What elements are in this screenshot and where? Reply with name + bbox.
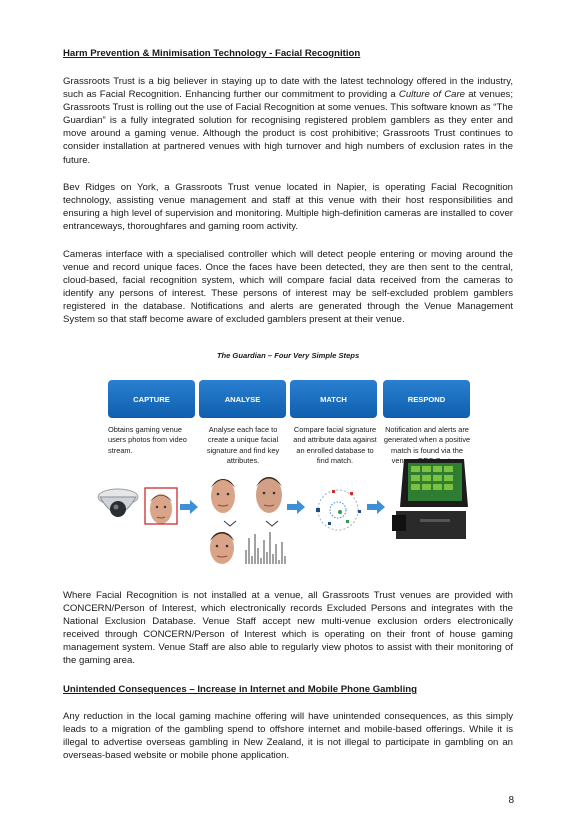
section-heading-facial-recognition: Harm Prevention & Minimisation Technolog… (63, 48, 361, 59)
paragraph-concern: Where Facial Recognition is not installe… (63, 590, 513, 667)
culture-of-care-italic: Culture of Care (398, 89, 465, 101)
paragraph-intro-text-a: Grassroots Trust is a big believer in st… (63, 76, 513, 101)
arrow-right-icon (180, 500, 198, 514)
pos-terminal-icon (392, 459, 468, 539)
paragraph-intro: Grassroots Trust is a big believer in st… (63, 75, 513, 167)
step-match: MATCH (290, 380, 377, 418)
analysed-face-icon (211, 479, 235, 513)
arrow-right-icon (287, 500, 305, 514)
step-match-description: Compare facial signature and attribute d… (293, 425, 377, 466)
paragraph-intro-text-b: at venues; Grassroots Trust is rolling o… (63, 89, 513, 166)
analysed-face-icon (256, 477, 282, 513)
step-analyse-description: Analyse each face to create a unique fac… (206, 425, 280, 466)
match-network-icon (316, 489, 361, 531)
arrow-right-icon (367, 500, 385, 514)
signature-waveform-icon (245, 532, 286, 564)
step-capture-description: Obtains gaming venue users photos from v… (108, 425, 187, 455)
paragraph-internet-gambling: Any reduction in the local gaming machin… (63, 711, 513, 762)
step-analyse: ANALYSE (199, 380, 286, 418)
paragraph-bev-ridges: Bev Ridges on York, a Grassroots Trust v… (63, 182, 513, 233)
step-respond: RESPOND (383, 380, 470, 418)
captured-face-icon (144, 487, 178, 525)
step-capture: CAPTURE (108, 380, 195, 418)
section-heading-unintended-consequences: Unintended Consequences – Increase in In… (63, 684, 417, 695)
figure-title: The Guardian – Four Very Simple Steps (216, 351, 360, 360)
page-number: 8 (508, 795, 514, 806)
analysis-chevrons-icon (223, 520, 279, 527)
paragraph-cameras: Cameras interface with a specialised con… (63, 249, 513, 326)
cctv-camera-icon (97, 488, 139, 517)
analysed-face-icon (210, 532, 234, 564)
